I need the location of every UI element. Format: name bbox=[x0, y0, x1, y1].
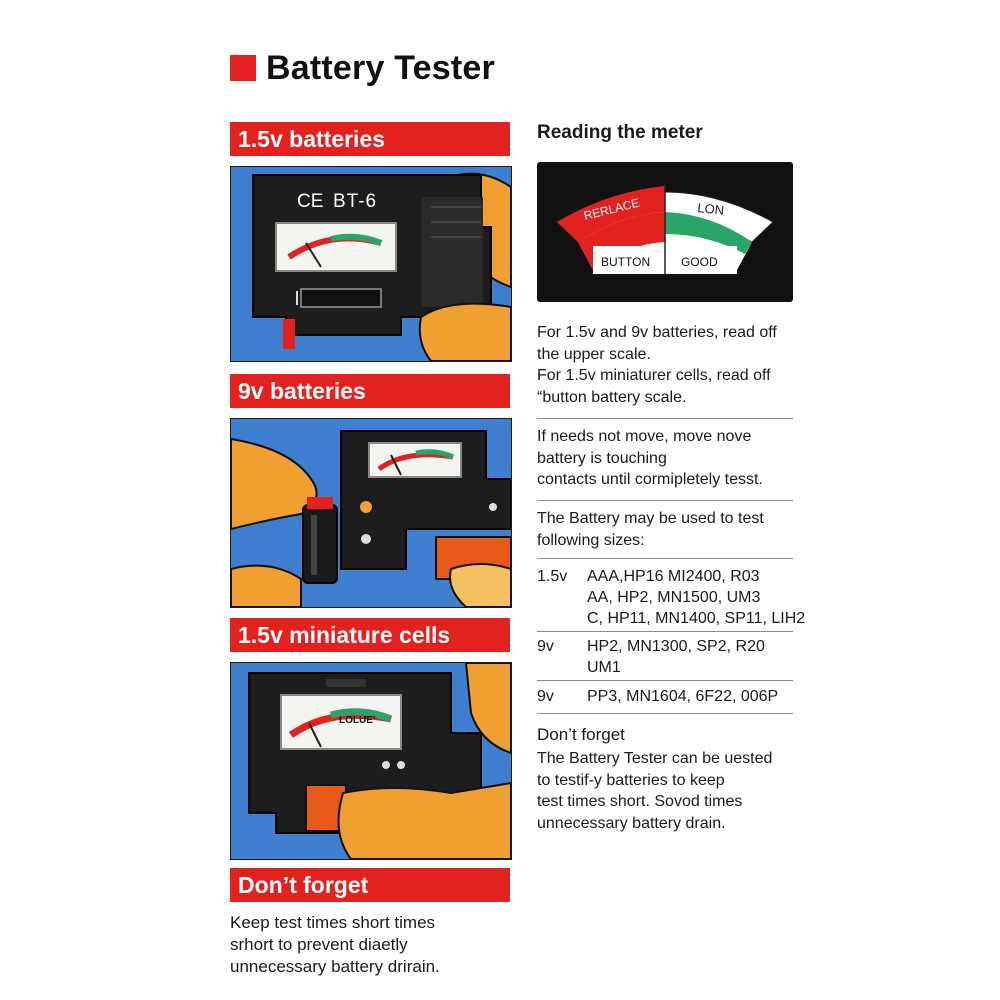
section-banner-miniature-cells: 1.5v miniature cells bbox=[230, 618, 510, 652]
section-banner-dont-forget: Don’t forget bbox=[230, 868, 510, 902]
divider bbox=[537, 500, 793, 501]
text-line: unnecessary battery drain. bbox=[537, 814, 726, 832]
scale-label-button: BUTTON bbox=[601, 255, 650, 269]
scale-label-low: LON bbox=[697, 200, 725, 218]
title-marker bbox=[230, 55, 256, 81]
battery-sizes-table-row-3: 9v PP3, MN1604, 6F22, 006P bbox=[537, 686, 799, 707]
device-model-label: BT-6 bbox=[333, 191, 377, 212]
size-line: AAA,HP16 MI2400, R03 bbox=[587, 568, 760, 585]
notes-paragraph-1: For 1.5v and 9v batteries, read off the … bbox=[537, 322, 799, 408]
table-row: 1.5v AAA,HP16 MI2400, R03 AA, HP2, MN150… bbox=[537, 566, 805, 629]
voltage-cell: 1.5v bbox=[537, 568, 568, 585]
battery-sizes-table: 1.5v AAA,HP16 MI2400, R03 AA, HP2, MN150… bbox=[537, 566, 805, 629]
meter-heading: Reading the meter bbox=[537, 122, 703, 143]
text-line: test times short. Sovod times bbox=[537, 793, 743, 810]
table-row: 9v HP2, MN1300, SP2, R20 UM1 bbox=[537, 636, 799, 678]
illustration-1-5v-batteries: CE BT-6 bbox=[230, 166, 512, 362]
section-label: Don’t forget bbox=[238, 871, 369, 898]
divider bbox=[537, 680, 793, 681]
sizes-cell: PP3, MN1604, 6F22, 006P bbox=[587, 686, 778, 707]
section-label: 1.5v miniature cells bbox=[238, 621, 451, 648]
divider bbox=[537, 418, 793, 419]
meter-scale-text: LOLUE' bbox=[339, 715, 375, 726]
meter-needle bbox=[305, 242, 322, 268]
table-row: 9v PP3, MN1604, 6F22, 006P bbox=[537, 686, 799, 707]
text-line: For 1.5v and 9v batteries, read off bbox=[537, 324, 777, 341]
text-line: unnecessary battery drirain. bbox=[230, 957, 440, 976]
divider bbox=[537, 631, 793, 632]
voltage-cell: 9v bbox=[537, 638, 554, 655]
page-header: Battery Tester bbox=[230, 48, 495, 88]
text-line: battery is touching bbox=[537, 449, 667, 467]
ce-mark: CE bbox=[297, 191, 323, 212]
section-banner-1-5v: 1.5v batteries bbox=[230, 122, 510, 156]
meter-needle bbox=[308, 722, 322, 748]
section-label: 1.5v batteries bbox=[238, 125, 386, 152]
sizes-cell: AAA,HP16 MI2400, R03 AA, HP2, MN1500, UM… bbox=[587, 566, 805, 629]
section-banner-9v: 9v batteries bbox=[230, 374, 510, 408]
text-line: For 1.5v miniaturer cells, read off bbox=[537, 367, 771, 384]
section-label: 9v batteries bbox=[238, 377, 366, 404]
text-line: The Battery Tester can be uested bbox=[537, 750, 773, 767]
text-line: contacts until cormipletely tesst. bbox=[537, 471, 763, 488]
text-line: “button battery scale. bbox=[537, 388, 687, 406]
divider bbox=[537, 558, 793, 559]
meter-needle bbox=[390, 454, 402, 476]
illustration-miniature-cells: LOLUE' bbox=[230, 662, 512, 860]
scale-label-good: GOOD bbox=[681, 255, 718, 269]
size-line: UM1 bbox=[587, 659, 621, 676]
text-line: following sizes: bbox=[537, 531, 645, 549]
dont-forget-text-right: The Battery Tester can be uested to test… bbox=[537, 748, 799, 834]
notes-paragraph-2: If needs not move, move nove battery is … bbox=[537, 426, 799, 491]
divider bbox=[537, 713, 793, 714]
voltage-cell: 9v bbox=[537, 688, 554, 705]
text-line: srhort to prevent diaetly bbox=[230, 935, 408, 954]
text-line: If needs not move, move nove bbox=[537, 428, 752, 445]
illustration-9v-batteries bbox=[230, 418, 512, 608]
page-title: Battery Tester bbox=[266, 48, 495, 87]
meter-scale-diagram: RERLACE LON BUTTON GOOD bbox=[537, 162, 793, 302]
size-line: AA, HP2, MN1500, UM3 bbox=[587, 589, 761, 606]
dont-forget-heading-right: Don’t forget bbox=[537, 725, 625, 744]
text-line: to testif-y batteries to keep bbox=[537, 771, 725, 789]
dont-forget-text: Keep test times short times srhort to pr… bbox=[230, 912, 510, 978]
size-line: C, HP11, MN1400, SP11, LIH2 bbox=[587, 610, 806, 627]
sizes-cell: HP2, MN1300, SP2, R20 UM1 bbox=[587, 636, 765, 678]
battery-sizes-table-row-2: 9v HP2, MN1300, SP2, R20 UM1 bbox=[537, 636, 799, 678]
size-line: HP2, MN1300, SP2, R20 bbox=[587, 638, 765, 655]
notes-paragraph-3: The Battery may be used to test followin… bbox=[537, 508, 799, 551]
text-line: the upper scale. bbox=[537, 345, 651, 363]
size-line: PP3, MN1604, 6F22, 006P bbox=[587, 688, 779, 705]
text-line: The Battery may be used to test bbox=[537, 510, 764, 527]
text-line: Keep test times short times bbox=[230, 913, 436, 932]
